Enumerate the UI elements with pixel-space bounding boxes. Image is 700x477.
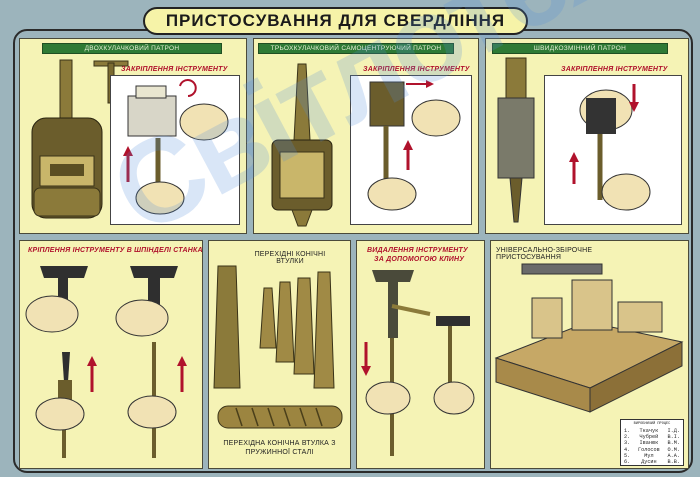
spring-sleeve-illustration	[217, 405, 343, 429]
universal-fixture-illustration	[494, 263, 684, 413]
two-jaw-caption: ЗАКРІПЛЕННЯ ІНСТРУМЕНТУ	[121, 66, 228, 73]
label-two-jaw-chuck: ДВОХКУЛАЧКОВИЙ ПАТРОН	[42, 43, 222, 54]
quick-change-chuck-illustration	[497, 57, 535, 223]
removal-caption-1: ВИДАЛЕННЯ ІНСТРУМЕНТУ	[367, 247, 468, 254]
quick-change-caption: ЗАКРІПЛЕННЯ ІНСТРУМЕНТУ	[561, 66, 668, 73]
label-three-jaw-chuck: ТРЬОХКУЛАЧКОВИЙ САМОЦЕНТРУЮЧИЙ ПАТРОН	[258, 43, 454, 54]
sleeves-caption-bottom-2: ПРУЖИННОЇ СТАЛІ	[245, 449, 314, 456]
sleeves-illustration	[213, 265, 335, 389]
page-title: ПРИСТОСУВАННЯ ДЛЯ СВЕРДЛІННЯ	[143, 7, 528, 35]
quick-change-hand-illustration	[569, 84, 651, 211]
panel-spindle	[19, 240, 203, 469]
universal-caption: УНІВЕРСАЛЬНО-ЗБІРОЧНЕ ПРИСТОСУВАННЯ	[496, 247, 593, 261]
three-jaw-chuck-illustration	[271, 63, 333, 227]
sleeves-caption-bottom-1: ПЕРЕХІДНА КОНІЧНА ВТУЛКА З	[223, 440, 336, 447]
spindle-illustration-left	[25, 266, 97, 458]
removal-illustration	[361, 270, 475, 456]
three-jaw-caption: ЗАКРІПЛЕННЯ ІНСТРУМЕНТУ	[363, 66, 470, 73]
removal-caption-2: ЗА ДОПОМОГОЮ КЛИНУ	[374, 256, 465, 263]
three-jaw-hand-illustration	[367, 80, 461, 211]
spindle-caption: КРІПЛЕННЯ ІНСТРУМЕНТУ В ШПІНДЕЛІ СТАНКА	[28, 247, 203, 254]
legend-heading: ВИРОБНИЧИЙ ПРОЦЕС	[633, 422, 671, 426]
sleeves-caption-top: ПЕРЕХІДНІ КОНІЧНІ ВТУЛКИ	[254, 251, 326, 265]
label-quick-change-chuck: ШВИДКОЗМІННИЙ ПАТРОН	[492, 43, 668, 54]
two-jaw-hand-illustration	[123, 79, 229, 215]
spindle-illustration-right	[115, 266, 187, 458]
two-jaw-chuck-illustration	[31, 59, 103, 219]
